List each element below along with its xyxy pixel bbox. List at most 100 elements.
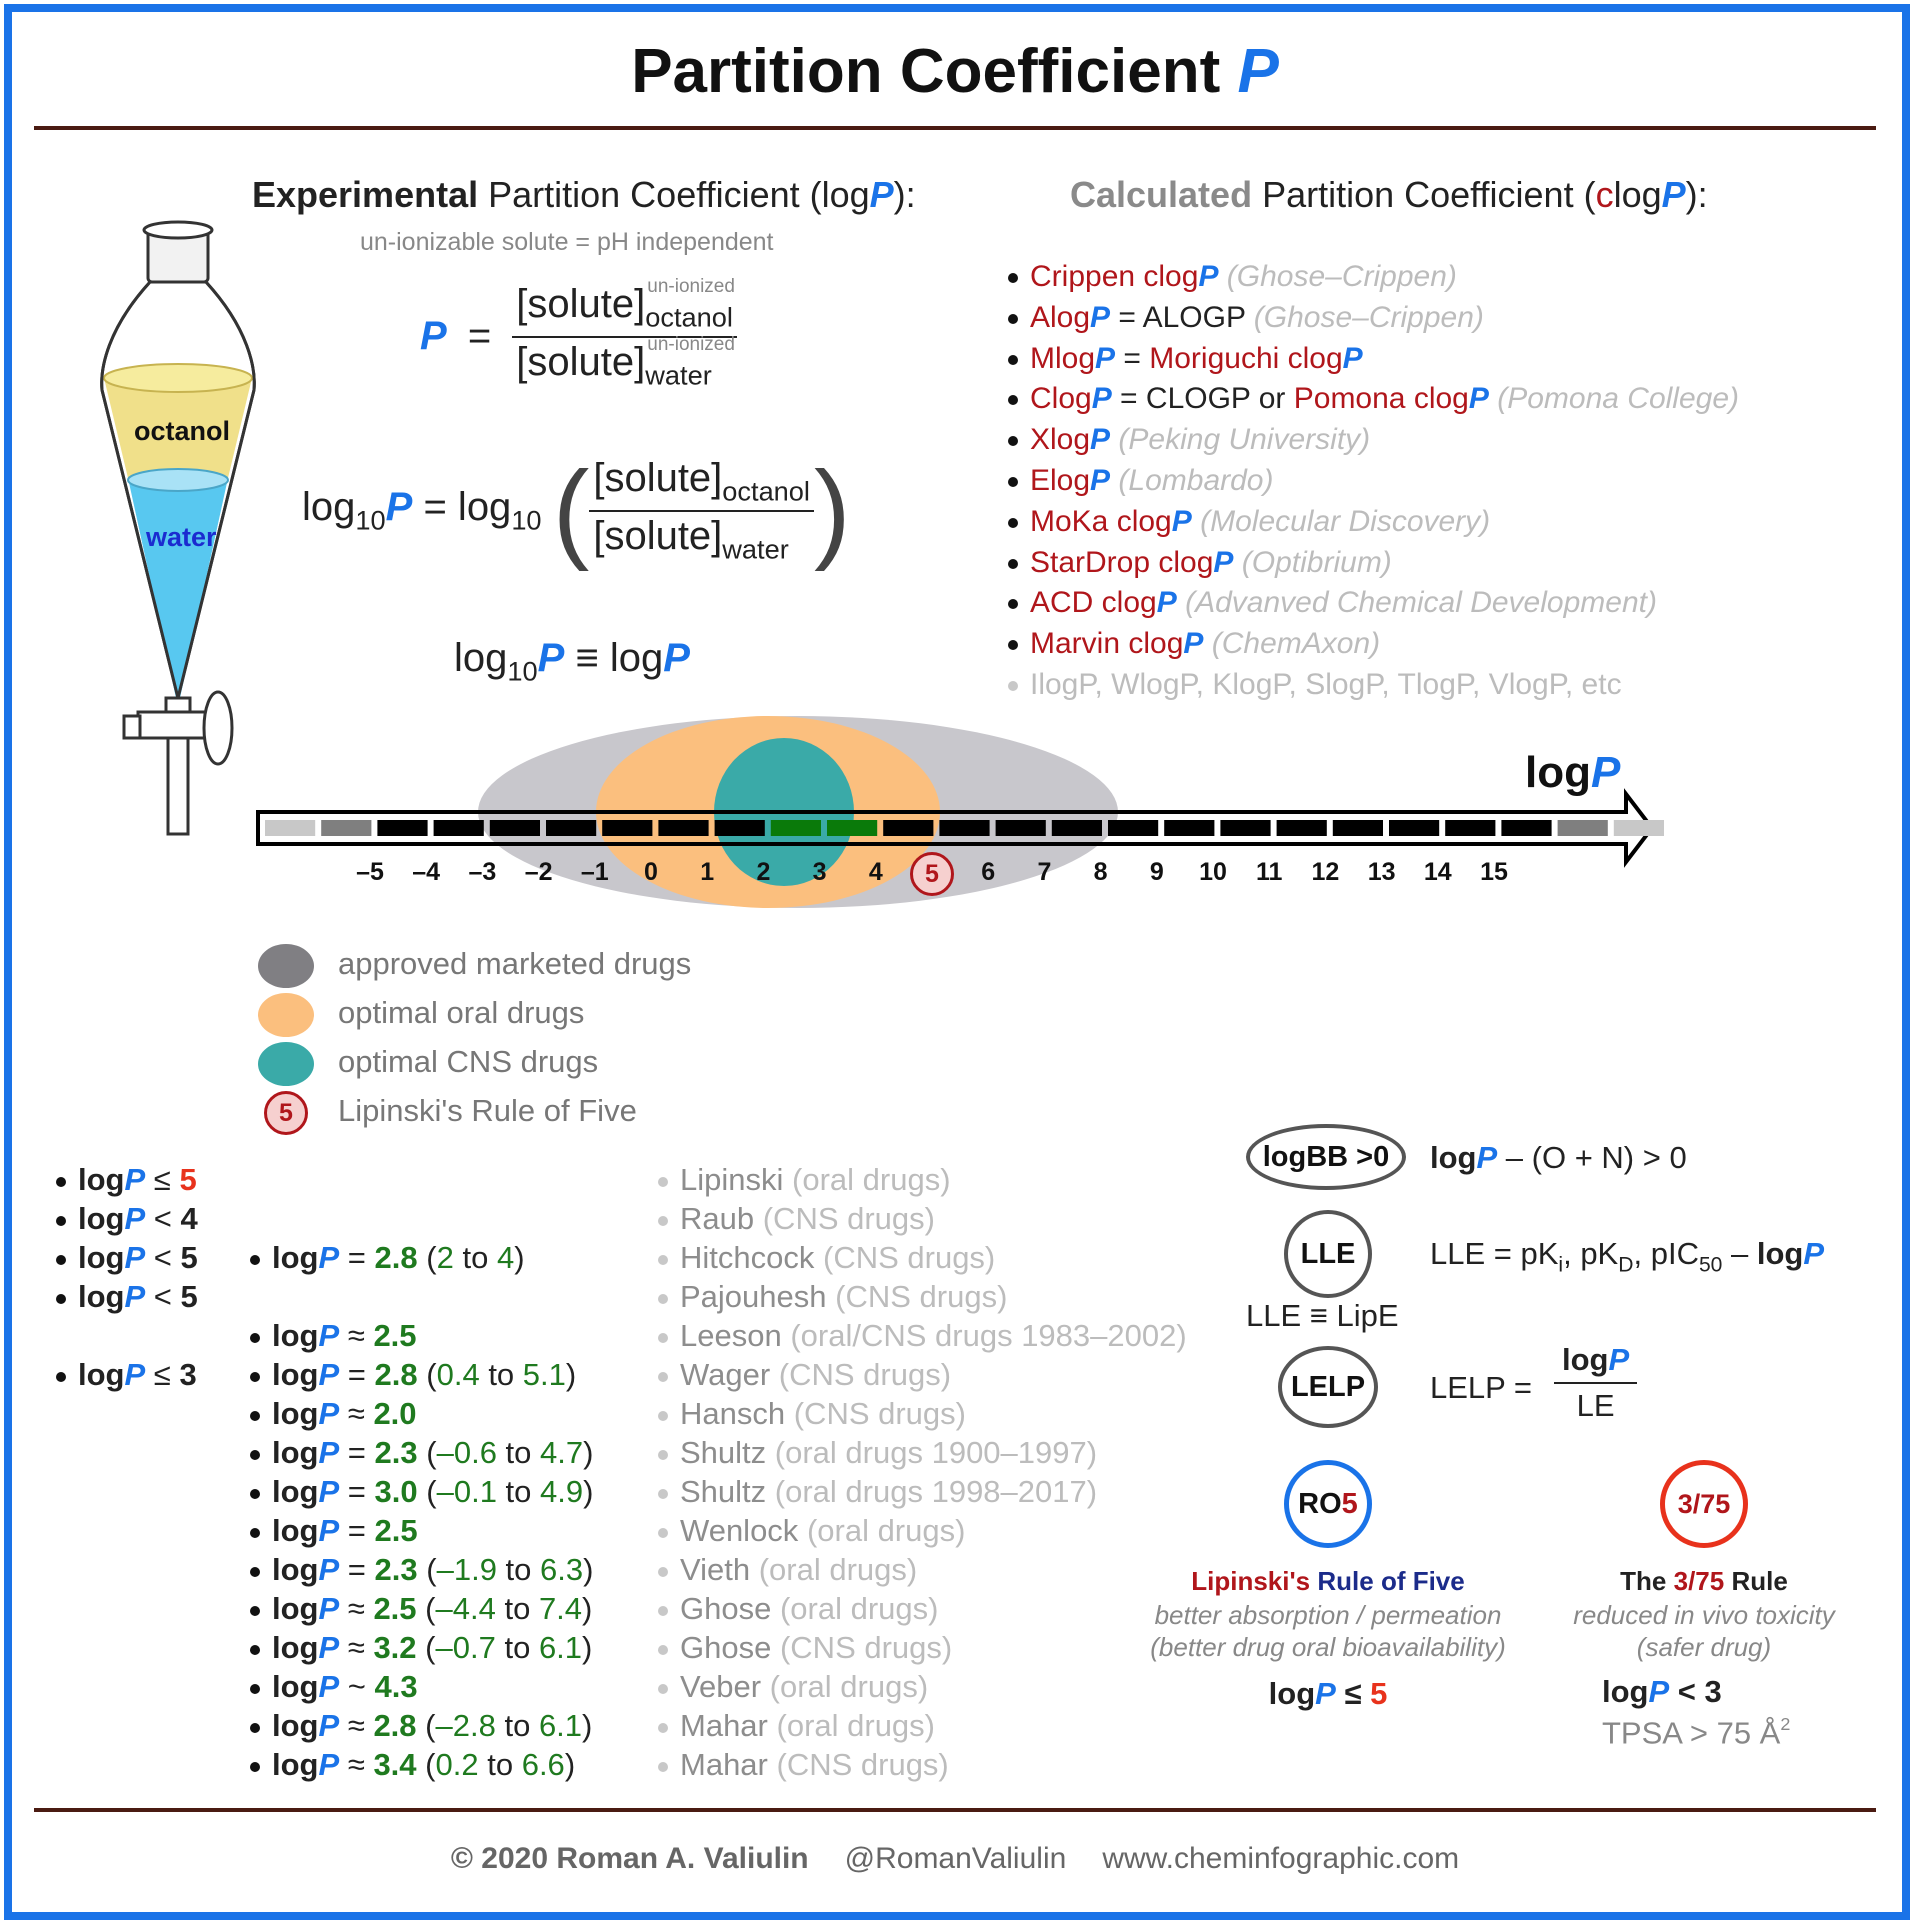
source-note: (CNS drugs)	[779, 1630, 953, 1665]
logp-rule-range: (–0.7 to 6.1)	[425, 1630, 593, 1665]
bullet-icon	[250, 1566, 260, 1577]
legend-label: approved marketed drugs	[338, 946, 692, 981]
source-name: Leeson	[680, 1318, 782, 1353]
logp-rule-value: 5	[179, 1162, 197, 1197]
bullet-icon	[1008, 313, 1018, 324]
scale-cell	[1501, 820, 1552, 836]
scale-cell	[321, 820, 372, 836]
rule-375-line1: reduced in vivo toxicity	[1573, 1600, 1835, 1630]
bullet-icon	[658, 1449, 668, 1460]
logp-source: Hitchcock (CNS drugs)	[658, 1240, 995, 1276]
experimental-header: Experimental Partition Coefficient (logP…	[252, 174, 916, 215]
scale-tick-label: 6	[981, 858, 996, 886]
logp-rule-log: log	[272, 1318, 319, 1353]
scale-tick-label: 3	[812, 858, 827, 886]
source-note: (CNS drugs)	[793, 1396, 966, 1431]
ro5-rule: logP ≤ 5	[1268, 1676, 1388, 1711]
logp-rule-op: =	[339, 1474, 375, 1509]
bottom-divider	[34, 1808, 1876, 1812]
calc-method-source: (Ghose–Crippen)	[1226, 260, 1457, 293]
source-name: Shultz	[680, 1435, 767, 1470]
bullet-icon	[1008, 517, 1018, 528]
logp-rule-value: 2.0	[373, 1396, 417, 1431]
logp-source: Pajouhesh (CNS drugs)	[658, 1279, 1007, 1315]
bullet-icon	[250, 1605, 260, 1616]
experimental-note: un-ionizable solute = pH independent	[360, 228, 774, 256]
scale-cell	[433, 820, 484, 836]
logp-rule-value-row: logP ~ 4.3	[250, 1669, 418, 1705]
bullet-icon	[1008, 436, 1018, 447]
logp-rule-log: log	[272, 1396, 319, 1431]
range-low: 0.4	[436, 1357, 480, 1392]
bullet-icon	[250, 1527, 260, 1538]
logp-rule-op: <	[145, 1279, 181, 1314]
octanol-label: octanol	[134, 416, 231, 446]
lelp-badge: LELP	[1278, 1346, 1378, 1428]
logp-rule-log: log	[272, 1474, 319, 1509]
bullet-icon	[658, 1761, 668, 1772]
calc-method-name: Marvin clog	[1030, 627, 1184, 661]
source-name: Ghose	[680, 1591, 772, 1626]
scale-cell	[1276, 820, 1327, 836]
ro5-title: Lipinski's Rule of Five	[1191, 1566, 1465, 1596]
calc-method-p: P	[1183, 627, 1204, 661]
calc-method-name: ACD clog	[1030, 586, 1157, 620]
scale-tick-label: 11	[1255, 858, 1283, 886]
bullet-icon	[658, 1683, 668, 1694]
source-note: (oral drugs)	[769, 1669, 929, 1704]
scale-tick-label: –2	[524, 858, 553, 886]
calc-method-name: MoKa clog	[1030, 504, 1172, 538]
calc-method-source: (Molecular Discovery)	[1200, 504, 1491, 538]
logp-rule-op: ~	[339, 1669, 375, 1704]
calc-method-name: Xlog	[1030, 423, 1091, 457]
scale-tick-label: –4	[412, 858, 441, 886]
source-note: (oral drugs)	[758, 1552, 918, 1587]
logp-rule-op: <	[145, 1240, 181, 1275]
logp-rule-value: 3.4	[373, 1747, 417, 1782]
scale-cell	[1389, 820, 1440, 836]
calc-method-p: P	[1156, 586, 1177, 620]
logp-rule-range: (2 to 4)	[426, 1240, 525, 1275]
calc-method-item: ClogP = CLOGP or Pomona clogP (Pomona Co…	[1008, 382, 1739, 416]
logp-rule-value: 2.8	[374, 1357, 418, 1392]
logp-source: Shultz (oral drugs 1900–1997)	[658, 1435, 1097, 1471]
calc-method-source: (Ghose–Crippen)	[1253, 300, 1484, 334]
logp-scale	[256, 716, 1664, 908]
logp-rule-p: P	[318, 1513, 340, 1548]
logp-rule-log: log	[272, 1357, 319, 1392]
scale-cell	[1220, 820, 1271, 836]
logp-rule-op: =	[339, 1552, 375, 1587]
bullet-icon	[1008, 640, 1018, 651]
scale-tick-label: 2	[756, 858, 771, 886]
calc-method-p: P	[1468, 382, 1489, 416]
rule-375-title: The 3/75 Rule	[1620, 1566, 1788, 1596]
source-note: (oral drugs)	[776, 1708, 936, 1743]
calc-method-equivalent: =	[1115, 341, 1150, 375]
scale-cell	[265, 820, 316, 836]
logp-rule-p: P	[318, 1747, 340, 1782]
calculated-header: Calculated Partition Coefficient (clogP)…	[1070, 174, 1708, 215]
logp-rule-log: log	[78, 1162, 125, 1197]
logp-rule-op: ≈	[339, 1591, 374, 1626]
logp-source: Ghose (oral drugs)	[658, 1591, 938, 1627]
calc-method-p: P	[1090, 300, 1111, 334]
logp-rule-range: (–0.6 to 4.7)	[426, 1435, 594, 1470]
logp-rule-p: P	[318, 1474, 340, 1509]
logp-rule-range: (–4.4 to 7.4)	[425, 1591, 593, 1626]
scale-tick-label: 5	[910, 852, 954, 896]
calc-method-others: IlogP, WlogP, KlogP, SlogP, TlogP, VlogP…	[1030, 668, 1622, 701]
logp-rule-value-row: logP = 2.5	[250, 1513, 418, 1549]
source-name: Shultz	[680, 1474, 767, 1509]
scale-tick-label: 8	[1093, 858, 1108, 886]
logp-rule-p: P	[318, 1435, 340, 1470]
logbb-equation: logP – (O + N) > 0	[1430, 1140, 1687, 1175]
range-low: –4.4	[435, 1591, 496, 1626]
legend-swatch	[258, 993, 314, 1037]
logp-rule-p: P	[318, 1396, 340, 1431]
calc-method-name: Crippen clog	[1030, 260, 1199, 293]
logp-rule-log: log	[272, 1708, 319, 1743]
calc-method-item: Marvin clogP (ChemAxon)	[1008, 627, 1380, 661]
source-name: Raub	[680, 1201, 755, 1236]
logp-rule: logP ≤ 3	[56, 1357, 197, 1393]
bullet-icon	[658, 1254, 668, 1265]
